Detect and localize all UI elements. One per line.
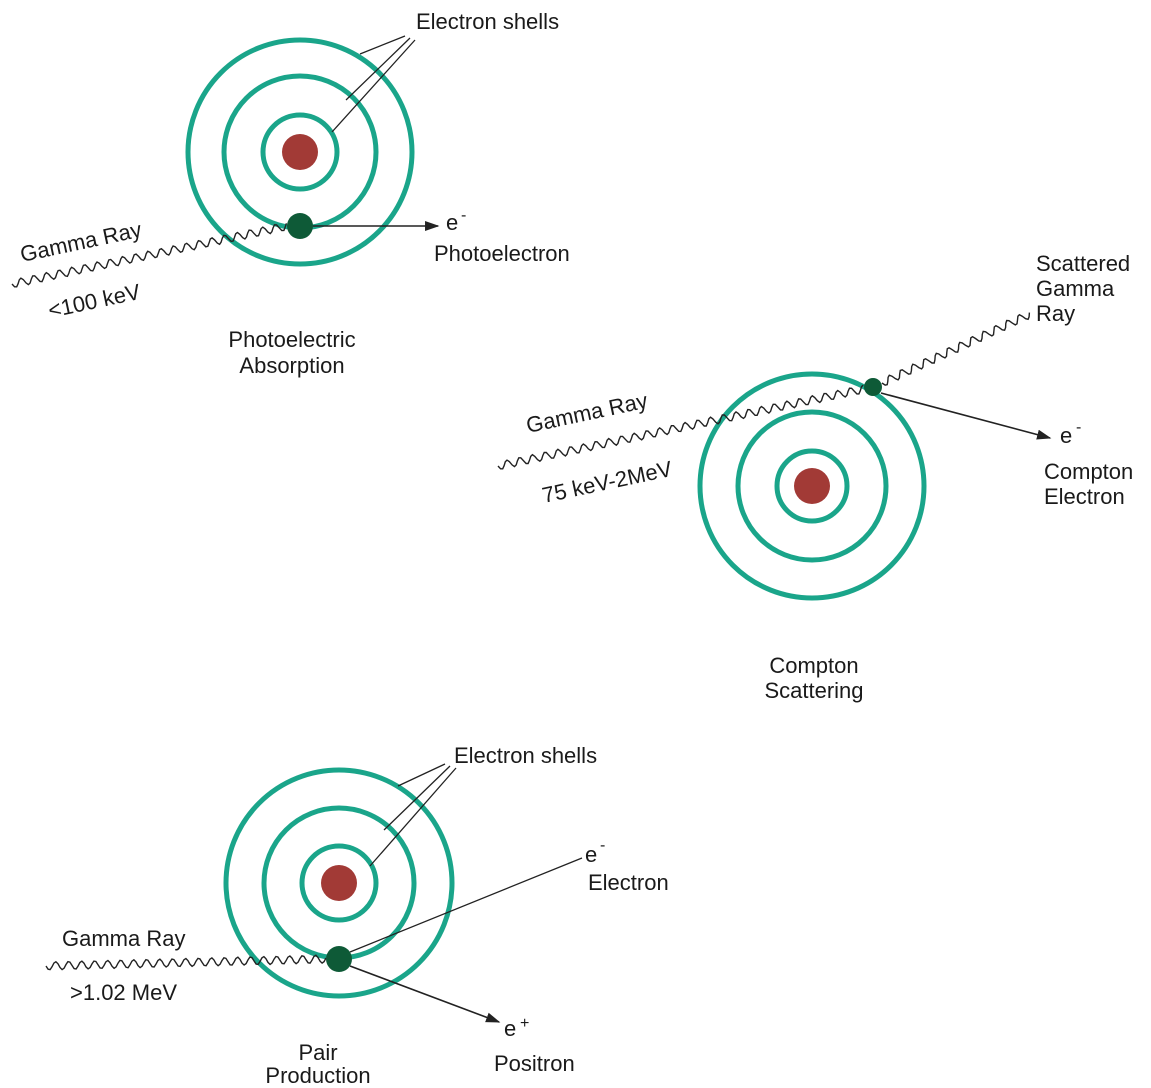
- compton-electron-charge: -: [1076, 419, 1081, 436]
- photoelectric-electron: [287, 213, 313, 239]
- pair-positron-label: Positron: [494, 1051, 575, 1076]
- pair-shell-leader-middle: [383, 765, 451, 831]
- photoelectric-shell-leader-inner: [331, 39, 416, 133]
- compton-inner-shell: [774, 448, 850, 524]
- pair-caption-line2: Production: [265, 1063, 370, 1088]
- photoelectric-outer-shell: [185, 37, 415, 267]
- photoelectric-gamma-wave: [11, 223, 288, 288]
- pair-outer-shell: [223, 767, 455, 999]
- compton-electron-symbol: e: [1060, 423, 1072, 448]
- pair-gamma-wave: [45, 954, 327, 971]
- pair-inner-shell: [299, 843, 379, 923]
- compton-electron-arrow: [880, 392, 1052, 440]
- pair-shell-leader-inner: [369, 767, 457, 867]
- compton-electron-line2: Electron: [1044, 484, 1125, 509]
- pair-positron-charge: +: [520, 1015, 529, 1032]
- compton-scattered-line1: Scattered: [1036, 251, 1130, 276]
- pair-gamma-label: Gamma Ray: [62, 926, 185, 951]
- pair-positron-symbol: e: [504, 1016, 516, 1041]
- photoelectron-symbol: e: [446, 210, 458, 235]
- compton-outer-shell: [697, 371, 927, 601]
- compton-scattered-wave: [881, 312, 1031, 386]
- photoelectric-caption-line1: Photoelectric: [228, 327, 355, 352]
- photoelectric-inner-shell: [260, 112, 340, 192]
- pair-shell-leader-outer: [397, 763, 446, 787]
- photoelectron-charge: -: [461, 207, 466, 224]
- pair-panel: Electron shells Gamma Ray >1.02 MeV e - …: [45, 743, 669, 1088]
- compton-energy-label: 75 keV-2MeV: [540, 456, 675, 508]
- pair-positron-arrow: [349, 965, 501, 1023]
- pair-nucleus: [321, 865, 357, 901]
- pair-electron-line: [349, 857, 583, 953]
- compton-scattered-line2: Gamma: [1036, 276, 1115, 301]
- photoelectron-label: Photoelectron: [434, 241, 570, 266]
- pair-caption-line1: Pair: [298, 1040, 337, 1065]
- photoelectric-energy-label: <100 keV: [46, 279, 143, 323]
- photoelectric-gamma-label: Gamma Ray: [18, 217, 144, 267]
- compton-nucleus: [794, 468, 830, 504]
- photoelectric-nucleus: [282, 134, 318, 170]
- photoelectric-caption-line2: Absorption: [239, 353, 344, 378]
- compton-caption-line2: Scattering: [764, 678, 863, 703]
- compton-caption-line1: Compton: [769, 653, 858, 678]
- compton-middle-shell: [735, 409, 889, 563]
- compton-scattered-line3: Ray: [1036, 301, 1075, 326]
- photoelectric-shell-leader-outer: [359, 35, 406, 55]
- pair-electron-charge: -: [600, 837, 605, 854]
- photoelectric-shell-leader-middle: [345, 37, 411, 101]
- pair-energy-label: >1.02 MeV: [70, 980, 177, 1005]
- compton-electron: [864, 378, 882, 396]
- pair-shells-label: Electron shells: [454, 743, 597, 768]
- photoelectric-panel: Electron shells Gamma Ray <100 keV e - P…: [11, 9, 570, 378]
- pair-interaction-point: [326, 946, 352, 972]
- compton-gamma-wave: [497, 384, 864, 470]
- compton-electron-line1: Compton: [1044, 459, 1133, 484]
- compton-panel: Gamma Ray 75 keV-2MeV Scattered Gamma Ra…: [497, 251, 1133, 703]
- compton-gamma-label: Gamma Ray: [524, 388, 650, 438]
- pair-electron-label: Electron: [588, 870, 669, 895]
- photoelectric-shells-label: Electron shells: [416, 9, 559, 34]
- pair-electron-symbol: e: [585, 842, 597, 867]
